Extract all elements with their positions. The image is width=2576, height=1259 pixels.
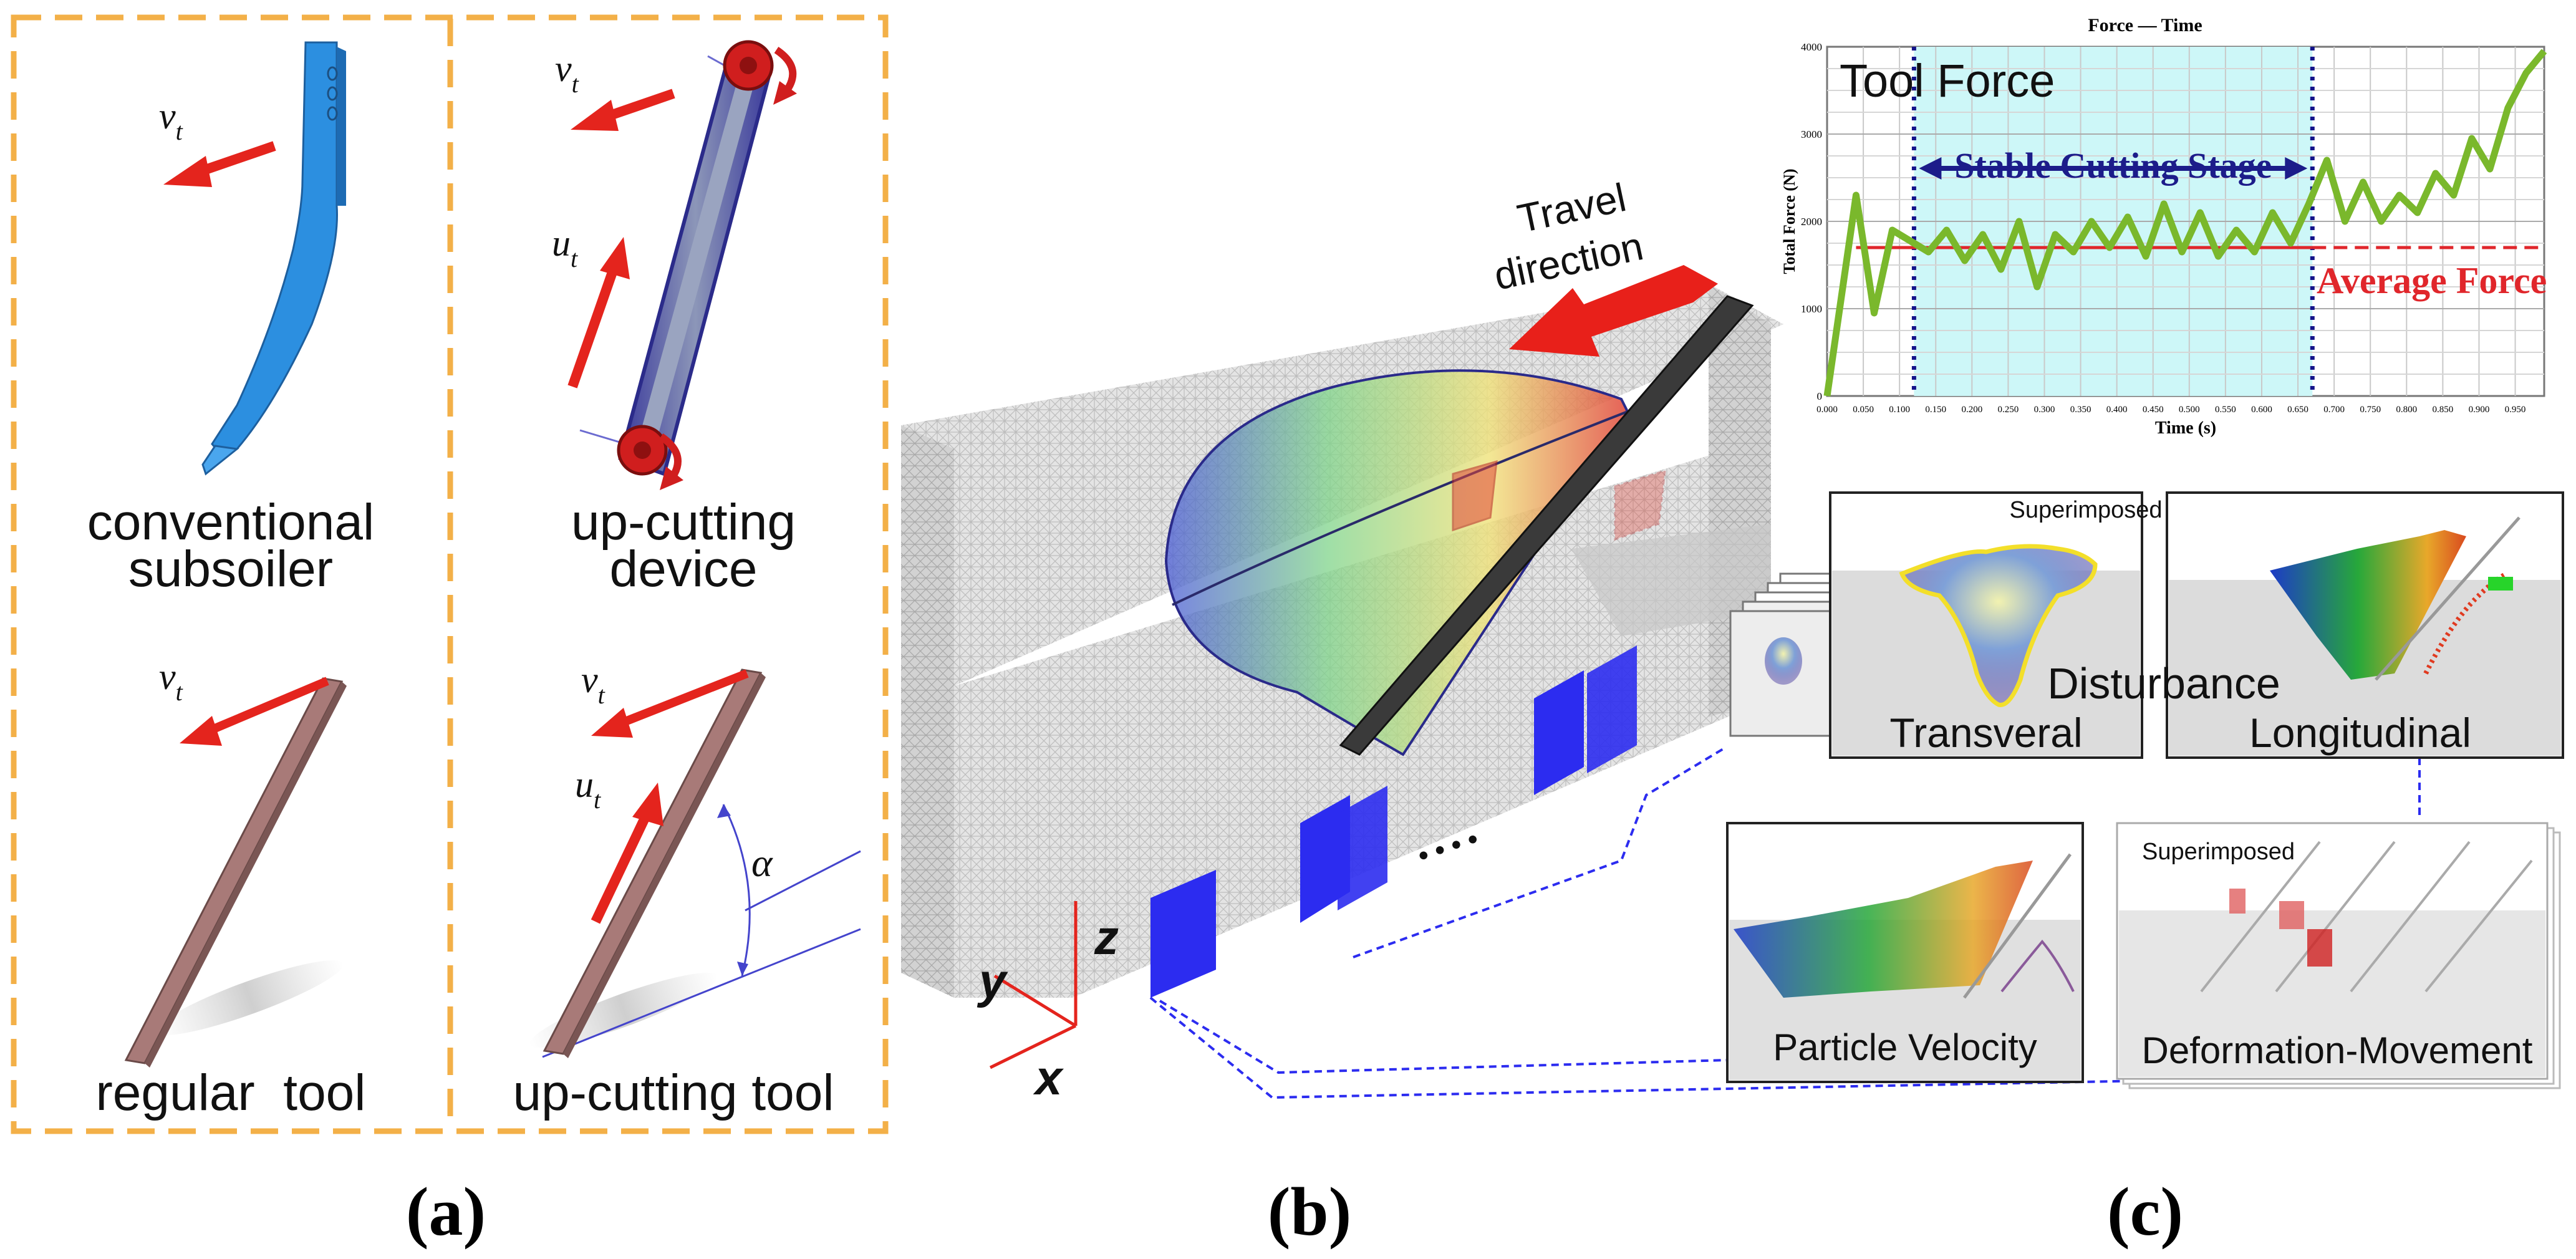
superimposed-label-1: Superimposed bbox=[2009, 497, 2162, 523]
particle-velocity-label: Particle Velocity bbox=[1773, 1026, 2037, 1068]
x-tick-label: 0.900 bbox=[2469, 405, 2490, 415]
panel-a-caption: (a) bbox=[406, 1174, 486, 1250]
cutting-tool-blade bbox=[1339, 295, 1754, 756]
velocity-arrow-upcut-tool bbox=[591, 669, 749, 738]
soil-groove bbox=[1571, 524, 1771, 636]
transveral-label: Transveral bbox=[1889, 710, 2082, 756]
regular-tool-label: regular tool bbox=[95, 1064, 365, 1121]
tool-force-series bbox=[1823, 49, 2547, 397]
x-tick-label: 0.850 bbox=[2432, 405, 2453, 415]
x-tick-label: 0.200 bbox=[1961, 405, 1982, 415]
velocity-field-cloud bbox=[1734, 861, 2033, 998]
velocity-label-regular: vt bbox=[159, 656, 183, 706]
disturbance-fan bbox=[1164, 369, 1629, 756]
up-cutting-tool-illustration bbox=[529, 668, 861, 1058]
velocity-label-conventional: vt bbox=[159, 95, 183, 145]
slice-3 bbox=[1338, 786, 1387, 910]
axis-z-label: z bbox=[1094, 910, 1119, 965]
velocity-label-device: vt bbox=[555, 48, 579, 98]
y-tick-label: 4000 bbox=[1801, 41, 1822, 53]
conventional-subsoiler-label-line2: subsoiler bbox=[128, 541, 333, 597]
x-tick-label: 0.600 bbox=[2251, 405, 2272, 415]
slice-5 bbox=[1587, 645, 1637, 773]
x-tick-label: 0.950 bbox=[2505, 405, 2526, 415]
velocity-arrow-regular bbox=[180, 677, 329, 746]
panel-b-caption: (b) bbox=[1268, 1174, 1351, 1250]
x-tick-label: 0.100 bbox=[1889, 405, 1910, 415]
disturbance-label: Disturbance bbox=[2047, 659, 2280, 708]
average-force-label: Average Force bbox=[2317, 260, 2547, 301]
connector-slice-to-velocity bbox=[1159, 1000, 1728, 1074]
travel-direction-arrow bbox=[1509, 265, 1718, 357]
up-cutting-device-label-line2: device bbox=[609, 541, 757, 597]
deformation-movement-panel bbox=[2116, 822, 2561, 1089]
up-cutting-tool-label: up-cutting tool bbox=[513, 1064, 834, 1121]
longitudinal-particle-cloud bbox=[2270, 530, 2466, 680]
y-tick-label: 3000 bbox=[1801, 128, 1822, 140]
x-tick-label: 0.650 bbox=[2287, 405, 2308, 415]
x-tick-label: 0.450 bbox=[2143, 405, 2164, 415]
y-tick-label: 2000 bbox=[1801, 216, 1822, 228]
force-time-chart: Force — Time 0.000 0.050 0.100 0.150 0.200 0.… bbox=[1780, 15, 2547, 438]
tool-force-label: Tool Force bbox=[1840, 55, 2055, 107]
x-tick-label: 0.250 bbox=[1998, 405, 2019, 415]
x-tick-label: 0.000 bbox=[1816, 405, 1838, 415]
superimposed-label-2: Superimposed bbox=[2142, 839, 2295, 865]
chart-x-axis-label: Time (s) bbox=[2155, 418, 2216, 438]
up-cutting-device-label-line1: up-cutting bbox=[571, 494, 796, 551]
stable-stage-arrow bbox=[1919, 157, 2308, 180]
x-tick-label: 0.800 bbox=[2396, 405, 2417, 415]
connector-slice-to-transveral bbox=[1353, 747, 1725, 958]
stage-arrow-head bbox=[2285, 157, 2308, 180]
conventional-subsoiler-illustration bbox=[201, 41, 346, 476]
slice-1 bbox=[1151, 870, 1216, 998]
longitudinal-label: Longitudinal bbox=[2249, 710, 2471, 756]
velocity-label-upcut-tool: vt bbox=[581, 659, 605, 709]
up-cut-arrow-tool bbox=[591, 783, 663, 924]
x-tick-label: 0.750 bbox=[2360, 405, 2381, 415]
x-tick-label: 0.550 bbox=[2215, 405, 2236, 415]
x-tick-label: 0.350 bbox=[2070, 405, 2091, 415]
panel-c-images: Superimposed Transveral Disturbance Long… bbox=[1726, 491, 2564, 1250]
conventional-subsoiler-label-line1: conventional bbox=[87, 494, 374, 551]
travel-direction-label-line2: direction bbox=[1490, 223, 1647, 299]
axis-y-label: y bbox=[977, 953, 1008, 1008]
stage-arrow-head bbox=[1919, 157, 1942, 180]
up-cut-arrow-device bbox=[567, 237, 630, 388]
up-cut-label-device: ut bbox=[552, 223, 578, 273]
panel-a-frame bbox=[11, 14, 889, 1134]
axis-x-label: x bbox=[1033, 1050, 1064, 1105]
y-tick-label: 0 bbox=[1817, 390, 1823, 402]
stable-stage-label: Stable Cutting Stage bbox=[1954, 145, 2272, 186]
velocity-arrow-conventional bbox=[163, 141, 276, 187]
velocity-arrow-device bbox=[571, 89, 675, 131]
chart-y-axis-label: Total Force (N) bbox=[1780, 169, 1798, 274]
panel-b: Travel direction • • • • z y x (b) bbox=[901, 175, 2421, 1250]
regular-tool-illustration bbox=[124, 677, 347, 1068]
alpha-angle-label: α bbox=[751, 841, 773, 885]
x-tick-label: 0.500 bbox=[2179, 405, 2200, 415]
coordinate-axes bbox=[989, 901, 1078, 1069]
superimposed-disturbance-outline bbox=[1899, 544, 2098, 707]
soil-block-left bbox=[901, 425, 954, 998]
deformation-movement-label: Deformation-Movement bbox=[2142, 1030, 2533, 1071]
x-tick-label: 0.300 bbox=[2034, 405, 2055, 415]
x-tick-label: 0.150 bbox=[1925, 405, 1946, 415]
panel-c-caption: (c) bbox=[2107, 1174, 2183, 1250]
x-tick-label: 0.400 bbox=[2106, 405, 2128, 415]
x-tick-label: 0.050 bbox=[1853, 405, 1874, 415]
slice-4 bbox=[1534, 670, 1584, 795]
up-cut-label-tool: ut bbox=[575, 764, 601, 814]
chart-title: Force — Time bbox=[2088, 15, 2202, 36]
x-tick-label: 0.700 bbox=[2323, 405, 2345, 415]
panel-a: vt conventional subsoiler vt ut bbox=[11, 14, 889, 1250]
y-tick-label: 1000 bbox=[1801, 303, 1822, 315]
up-cutting-device-illustration bbox=[579, 40, 797, 490]
